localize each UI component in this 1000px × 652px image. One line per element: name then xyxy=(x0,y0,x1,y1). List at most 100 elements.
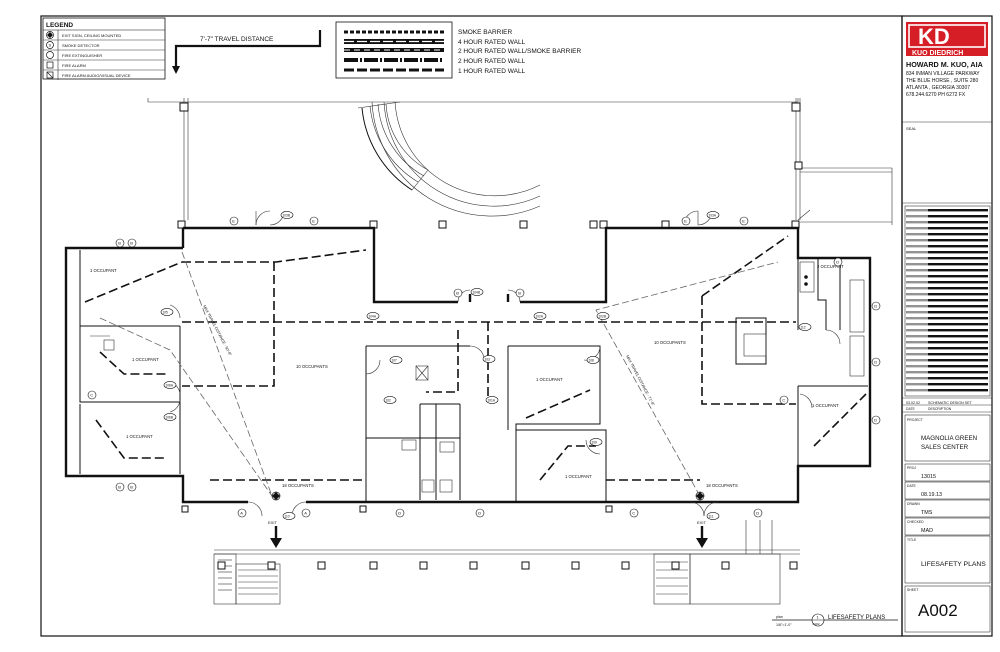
door-tag-label: 103B xyxy=(283,213,290,217)
project-name-line2: SALES CENTER xyxy=(921,444,969,451)
room-occupancy: 1 OCCUPANT xyxy=(90,268,117,273)
legend-row-exit: EXIT SIGN, CEILING MOUNTED xyxy=(43,30,165,80)
project-number-block: PROJ 13015 xyxy=(904,463,991,482)
title-header: TITLE xyxy=(907,538,917,542)
room-occupancy: 1 OCCUPANT xyxy=(132,357,159,362)
project-header: PROJECT xyxy=(907,418,923,422)
travel-distance-right: MAX TRAVEL DISTANCE - 71'-8" xyxy=(625,355,655,407)
door-tag: 102A xyxy=(533,312,547,320)
door-tag-label: 104A xyxy=(369,314,377,318)
svg-text:B: B xyxy=(130,485,133,490)
exit-arrow-right xyxy=(696,526,708,548)
exit-label-right: EXIT xyxy=(697,520,706,525)
door-tag-label: 105 xyxy=(163,310,169,314)
door-tag: 110 xyxy=(282,512,296,520)
svg-text:C: C xyxy=(90,393,93,398)
door-tag-label: 102B xyxy=(599,314,606,318)
door-tag: 111 xyxy=(706,512,720,520)
door-tag: 104A xyxy=(366,312,380,320)
firm-address2: THE BLUE HORSE , SUITE 280 xyxy=(906,78,978,84)
door-tag: 103 xyxy=(482,355,496,363)
svg-text:D: D xyxy=(398,511,401,516)
door-tag-label: 109 xyxy=(592,440,598,444)
svg-text:A: A xyxy=(304,511,307,516)
legend-row-extinguisher: FIRE EXTINGUISHER xyxy=(43,51,165,61)
proj-no: 13015 xyxy=(921,474,936,480)
date-block: DATE 08.19.13 xyxy=(904,481,991,500)
exit-sign-icon xyxy=(271,491,281,501)
firm-address1: 834 INMAN VILLAGE PARKWAY xyxy=(906,71,980,77)
exterior-walls xyxy=(64,226,872,504)
smoke-detector-icon xyxy=(46,41,54,49)
titleblock-border xyxy=(901,15,993,637)
door-tag-label: 111 xyxy=(709,514,714,518)
legend-title: LEGEND xyxy=(46,22,73,29)
firm-phone: 678.244.6270 PH 6272 FX xyxy=(906,92,966,98)
project-name-line1: MAGNOLIA GREEN xyxy=(921,435,977,442)
travel-distance-key: 7'-7" TRAVEL DISTANCE xyxy=(172,30,322,74)
door-tag: 104B xyxy=(470,288,484,296)
legend: LEGEND EXIT SIGN, CEILING MOUNTED S SMOK… xyxy=(42,17,166,80)
checked-block: CHECKED MAD xyxy=(904,517,991,536)
legend-label-exit: EXIT SIGN, CEILING MOUNTED xyxy=(62,33,121,38)
wall-label-4hr: 4 HOUR RATED WALL xyxy=(458,39,526,46)
sheet-header: SHEET xyxy=(907,588,918,592)
door-tag-label: 107 xyxy=(392,358,398,362)
wall-type-tags: B B B B E E E E B B A A D D C D D D D C … xyxy=(87,216,881,518)
issue-desc: SCHEMATIC DESIGN SET xyxy=(928,401,972,405)
svg-text:E: E xyxy=(232,219,235,224)
door-tag: 102B xyxy=(596,312,610,320)
drawing-date: 08.19.13 xyxy=(921,492,942,498)
door-tag: 102 xyxy=(383,396,397,404)
checked-by: MAD xyxy=(921,528,933,534)
wall-pattern-4hr xyxy=(344,39,444,44)
door-tag-label: 103 xyxy=(485,357,491,361)
door-tag-label: 101A xyxy=(488,398,496,402)
revision-table xyxy=(904,205,991,397)
room-occupancy: 10 OCCUPANTS xyxy=(296,364,328,369)
caption-title: LIFESAFETY PLANS xyxy=(828,615,885,621)
svg-text:B: B xyxy=(456,291,459,296)
legend-row-alarm: FIRE ALARM xyxy=(43,61,165,71)
seal-label: SEAL xyxy=(906,126,917,131)
svg-text:C: C xyxy=(632,511,635,516)
door-tag: 103B xyxy=(280,211,294,219)
door-tag-label: 112 xyxy=(801,325,806,329)
firm-address3: ATLANTA , GEORGIA 30307 xyxy=(906,85,970,91)
door-tag: 112 xyxy=(798,323,812,331)
fixtures xyxy=(90,261,865,493)
svg-text:E: E xyxy=(742,219,745,224)
exit-sign-icon xyxy=(695,491,705,501)
wall-pattern-2hr-smoke xyxy=(344,48,444,52)
door-tag: 109 xyxy=(589,438,603,446)
exit-arrow-left xyxy=(270,526,282,548)
caption-scale: 1/8"=1'-0" xyxy=(776,623,792,627)
desc-header: DESCRIPTION xyxy=(928,407,952,411)
wall-label-2hr-smoke: 2 HOUR RATED WALL/SMOKE BARRIER xyxy=(458,48,581,55)
occupancy-zones xyxy=(84,235,867,481)
firm-name: HOWARD M. KUO, AIA xyxy=(906,60,983,69)
fire-extinguisher-icon xyxy=(46,51,54,59)
door-tag: 103A xyxy=(706,211,720,219)
interior-walls xyxy=(79,250,868,502)
travel-distance-left: MAX TRAVEL DISTANCE - 50'-8" xyxy=(202,305,232,357)
terrace-columns xyxy=(177,102,803,229)
floor-plan: EXIT EXIT 1 OCCUPANT 1 OCCUPANT 1 OCCUPA… xyxy=(64,98,893,605)
svg-text:E: E xyxy=(684,219,687,224)
door-tag: 105 xyxy=(160,308,174,316)
legend-row-av: FIRE ALARM AUDIO/VISUAL DEVICE xyxy=(46,71,131,79)
legend-label-ext: FIRE EXTINGUISHER xyxy=(62,53,102,58)
svg-text:D: D xyxy=(756,511,759,516)
svg-text:D: D xyxy=(836,260,839,265)
door-tag: 108 xyxy=(586,356,600,364)
drawn-header: DRAWN xyxy=(907,502,920,506)
room-occupancy: 18 OCCUPANTS xyxy=(706,483,738,488)
logo-text: KD xyxy=(918,24,950,49)
room-occupancy: 1 OCCUPANT xyxy=(812,403,839,408)
caption-label: plan xyxy=(776,615,783,619)
wall-label-2hr: 2 HOUR RATED WALL xyxy=(458,58,526,65)
travel-paths xyxy=(99,251,779,497)
date-header: DATE xyxy=(906,407,916,411)
proj-no-header: PROJ xyxy=(907,466,916,470)
